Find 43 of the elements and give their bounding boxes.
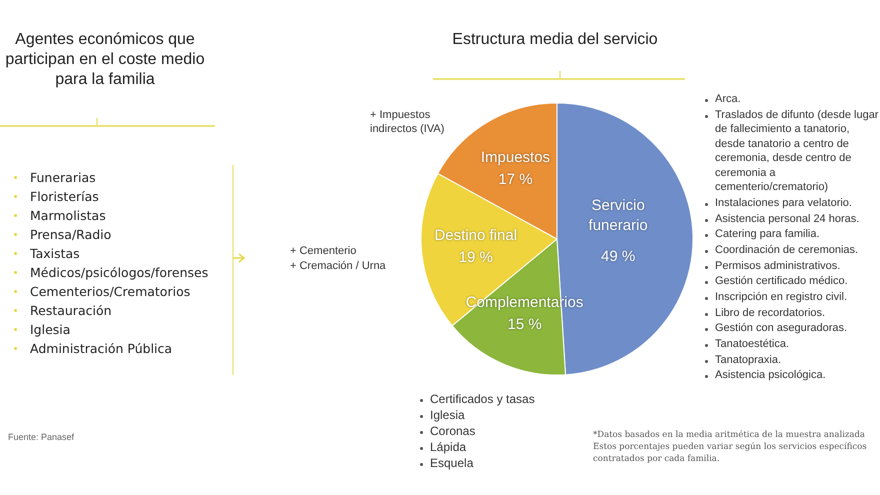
footnote: *Datos basados en la media aritmética de la muestra analizada Estos porcentajes pueden variar según los servicios específicos contratados por cada familia. — [593, 429, 868, 465]
list-item: Prensa/Radio — [10, 225, 250, 244]
list-item: Tanatoestética. — [703, 337, 879, 352]
list-item: Arca. — [703, 92, 879, 106]
list-item: Traslados de difunto (desde lugar de fallecimiento a tanatorio, desde tanatorio a centro de ceremonia, desde centro de ceremonia a cementerio/crematorio) — [703, 108, 879, 195]
chart-title: Estructura media del servicio — [451, 30, 659, 50]
list-item: Inscripción en registro civil. — [703, 290, 879, 304]
source-note: Fuente: Panasef — [8, 431, 76, 444]
value-label: 19 % — [458, 248, 493, 268]
list-item: Cementerios/Crematorios — [10, 282, 250, 301]
list-item: Floristerías — [10, 187, 250, 206]
list-item: Libro de recordatorios. — [703, 306, 879, 320]
list-item: Administración Pública — [10, 339, 250, 358]
annotation: + Impuestos indirectos (IVA) — [370, 108, 446, 136]
list-item: Instalaciones para velatorio. — [703, 196, 879, 210]
slice-label: Destino final — [434, 226, 518, 246]
list-item: Gestión certificado médico. — [703, 274, 879, 289]
value-label: 15 % — [507, 314, 542, 335]
heading: Agentes económicos que participan en el coste medio para la familia — [5, 30, 205, 90]
value-label: 17 % — [498, 170, 533, 190]
list-item: Iglesia — [418, 408, 590, 422]
list-item: Iglesia — [10, 320, 250, 339]
list-item: Asistencia personal 24 horas. — [703, 212, 879, 226]
list-item: Coordinación de ceremonias. — [703, 242, 879, 258]
list-item: Marmolistas — [10, 206, 250, 225]
list-item: Funerarias — [10, 168, 250, 187]
list-item: Lápida — [418, 440, 590, 454]
list-item: Taxistas — [10, 244, 250, 263]
list-item: Catering para familia. — [703, 227, 879, 242]
list-item: Tanatopraxia. — [703, 352, 879, 368]
slice-label: Servicio funerario — [588, 196, 649, 236]
list-item: Permisos administrativos. — [703, 258, 879, 274]
list-item: Esquela — [418, 456, 590, 470]
value-label: 49 % — [601, 247, 636, 268]
list-item: Restauración — [10, 301, 250, 320]
list-item: Coronas — [418, 424, 590, 438]
list-item: Certificados y tasas — [418, 392, 590, 406]
annotation: + Cementerio — [290, 244, 358, 258]
annotation: + Cremación / Urna — [290, 259, 387, 273]
list-item: Médicos/psicólogos/forenses — [10, 263, 250, 282]
list-item: Gestión con aseguradoras. — [703, 321, 879, 336]
slice-label: Impuestos — [480, 148, 550, 168]
list-item: Asistencia psicológica. — [703, 368, 879, 383]
